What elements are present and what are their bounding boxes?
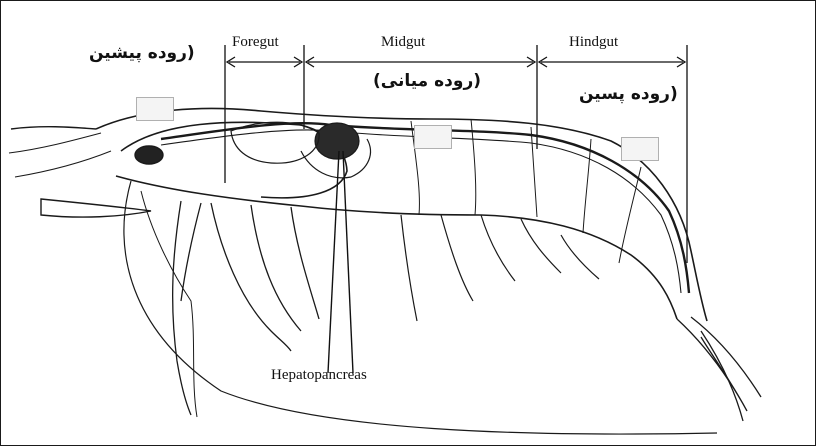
- antenna-lower: [15, 151, 111, 177]
- antenna-long-2: [141, 191, 197, 417]
- hepatopancreas-mass: [315, 123, 359, 159]
- hepatopancreas-leader-lines: [328, 151, 353, 373]
- hindgut-label: Hindgut: [569, 34, 618, 51]
- shrimp-thumbnail-icon: [621, 137, 659, 161]
- gut-tube-inner: [161, 130, 681, 293]
- midgut-persian-label: (روده میانی): [373, 71, 481, 91]
- eye: [135, 146, 163, 164]
- antennal-scale: [41, 199, 151, 217]
- pleopods: [401, 215, 599, 321]
- tail-fan: [677, 317, 761, 421]
- antenna-upper: [9, 133, 101, 153]
- foregut-label: Foregut: [232, 34, 279, 51]
- hindgut-persian-label: (روده پسین: [579, 84, 678, 104]
- shrimp-thumbnail-icon: [414, 125, 452, 149]
- midgut-label: Midgut: [381, 34, 425, 51]
- body-dorsal-outline: [96, 108, 707, 321]
- body-ventral-outline: [116, 176, 677, 319]
- hepatopancreas-label: Hepatopancreas: [271, 367, 367, 384]
- foregut-persian-label: (روده پیشین: [89, 43, 195, 63]
- rostrum: [11, 127, 96, 129]
- shrimp-body: [96, 108, 707, 321]
- shrimp-head: [9, 127, 717, 434]
- shrimp-thumbnail-icon: [136, 97, 174, 121]
